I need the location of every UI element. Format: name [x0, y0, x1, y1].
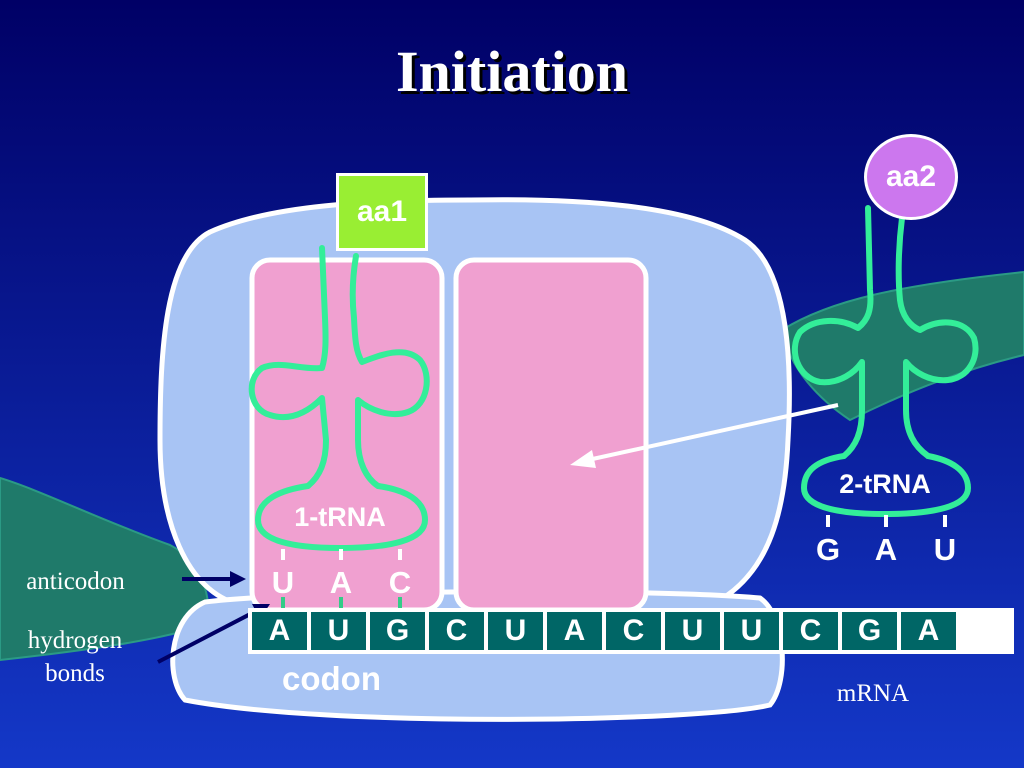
- p-site: [249, 257, 445, 613]
- anticodon-arrow: [182, 571, 246, 587]
- amino-acid-2: aa2: [864, 134, 958, 220]
- trna-1-ticks: [281, 549, 402, 560]
- mrna-base: U: [488, 612, 543, 650]
- anticodon-2-base: A: [874, 532, 898, 567]
- hydrogen-bonds-label-line: hydrogen: [27, 627, 123, 654]
- mrna-base: A: [252, 612, 307, 650]
- anticodon-label: anticodon: [26, 568, 125, 595]
- trna-1-label: 1-tRNA: [294, 502, 386, 532]
- hydrogen-bonds-label-line: bonds: [45, 659, 105, 687]
- mrna-base: A: [547, 612, 602, 650]
- mrna-base: G: [842, 612, 897, 650]
- anticodon-1-base: A: [329, 565, 353, 600]
- amino-acid-1: aa1: [336, 173, 428, 251]
- strand-left: [0, 476, 210, 662]
- trna-2-label: 2-tRNA: [839, 469, 931, 499]
- entry-arrow: [570, 403, 839, 468]
- mrna-base: C: [606, 612, 661, 650]
- mrna-base: U: [311, 612, 366, 650]
- mrna-base: U: [665, 612, 720, 650]
- mrna-base: U: [724, 612, 779, 650]
- trna-1: [248, 245, 430, 551]
- anticodon-1-base: C: [388, 565, 412, 600]
- mrna-base: C: [783, 612, 838, 650]
- hydrogen-bonds-label: hydrogen bonds: [10, 625, 140, 690]
- anticodon-1-base: U: [271, 565, 295, 600]
- trna-2: [791, 205, 979, 517]
- trna-2-ticks: [826, 515, 947, 527]
- mrna-label: mRNA: [836, 680, 910, 707]
- mrna-strand: A U G C U A C U U C G A: [248, 608, 1014, 654]
- a-site: [453, 257, 649, 613]
- mrna-base: A: [901, 612, 956, 650]
- mrna-base: G: [370, 612, 425, 650]
- anticodon-2-base: G: [815, 532, 841, 567]
- anticodon-2-base: U: [933, 532, 957, 567]
- codon-label: codon: [282, 660, 381, 697]
- mrna-base: C: [429, 612, 484, 650]
- page-title: Initiation: [395, 39, 629, 104]
